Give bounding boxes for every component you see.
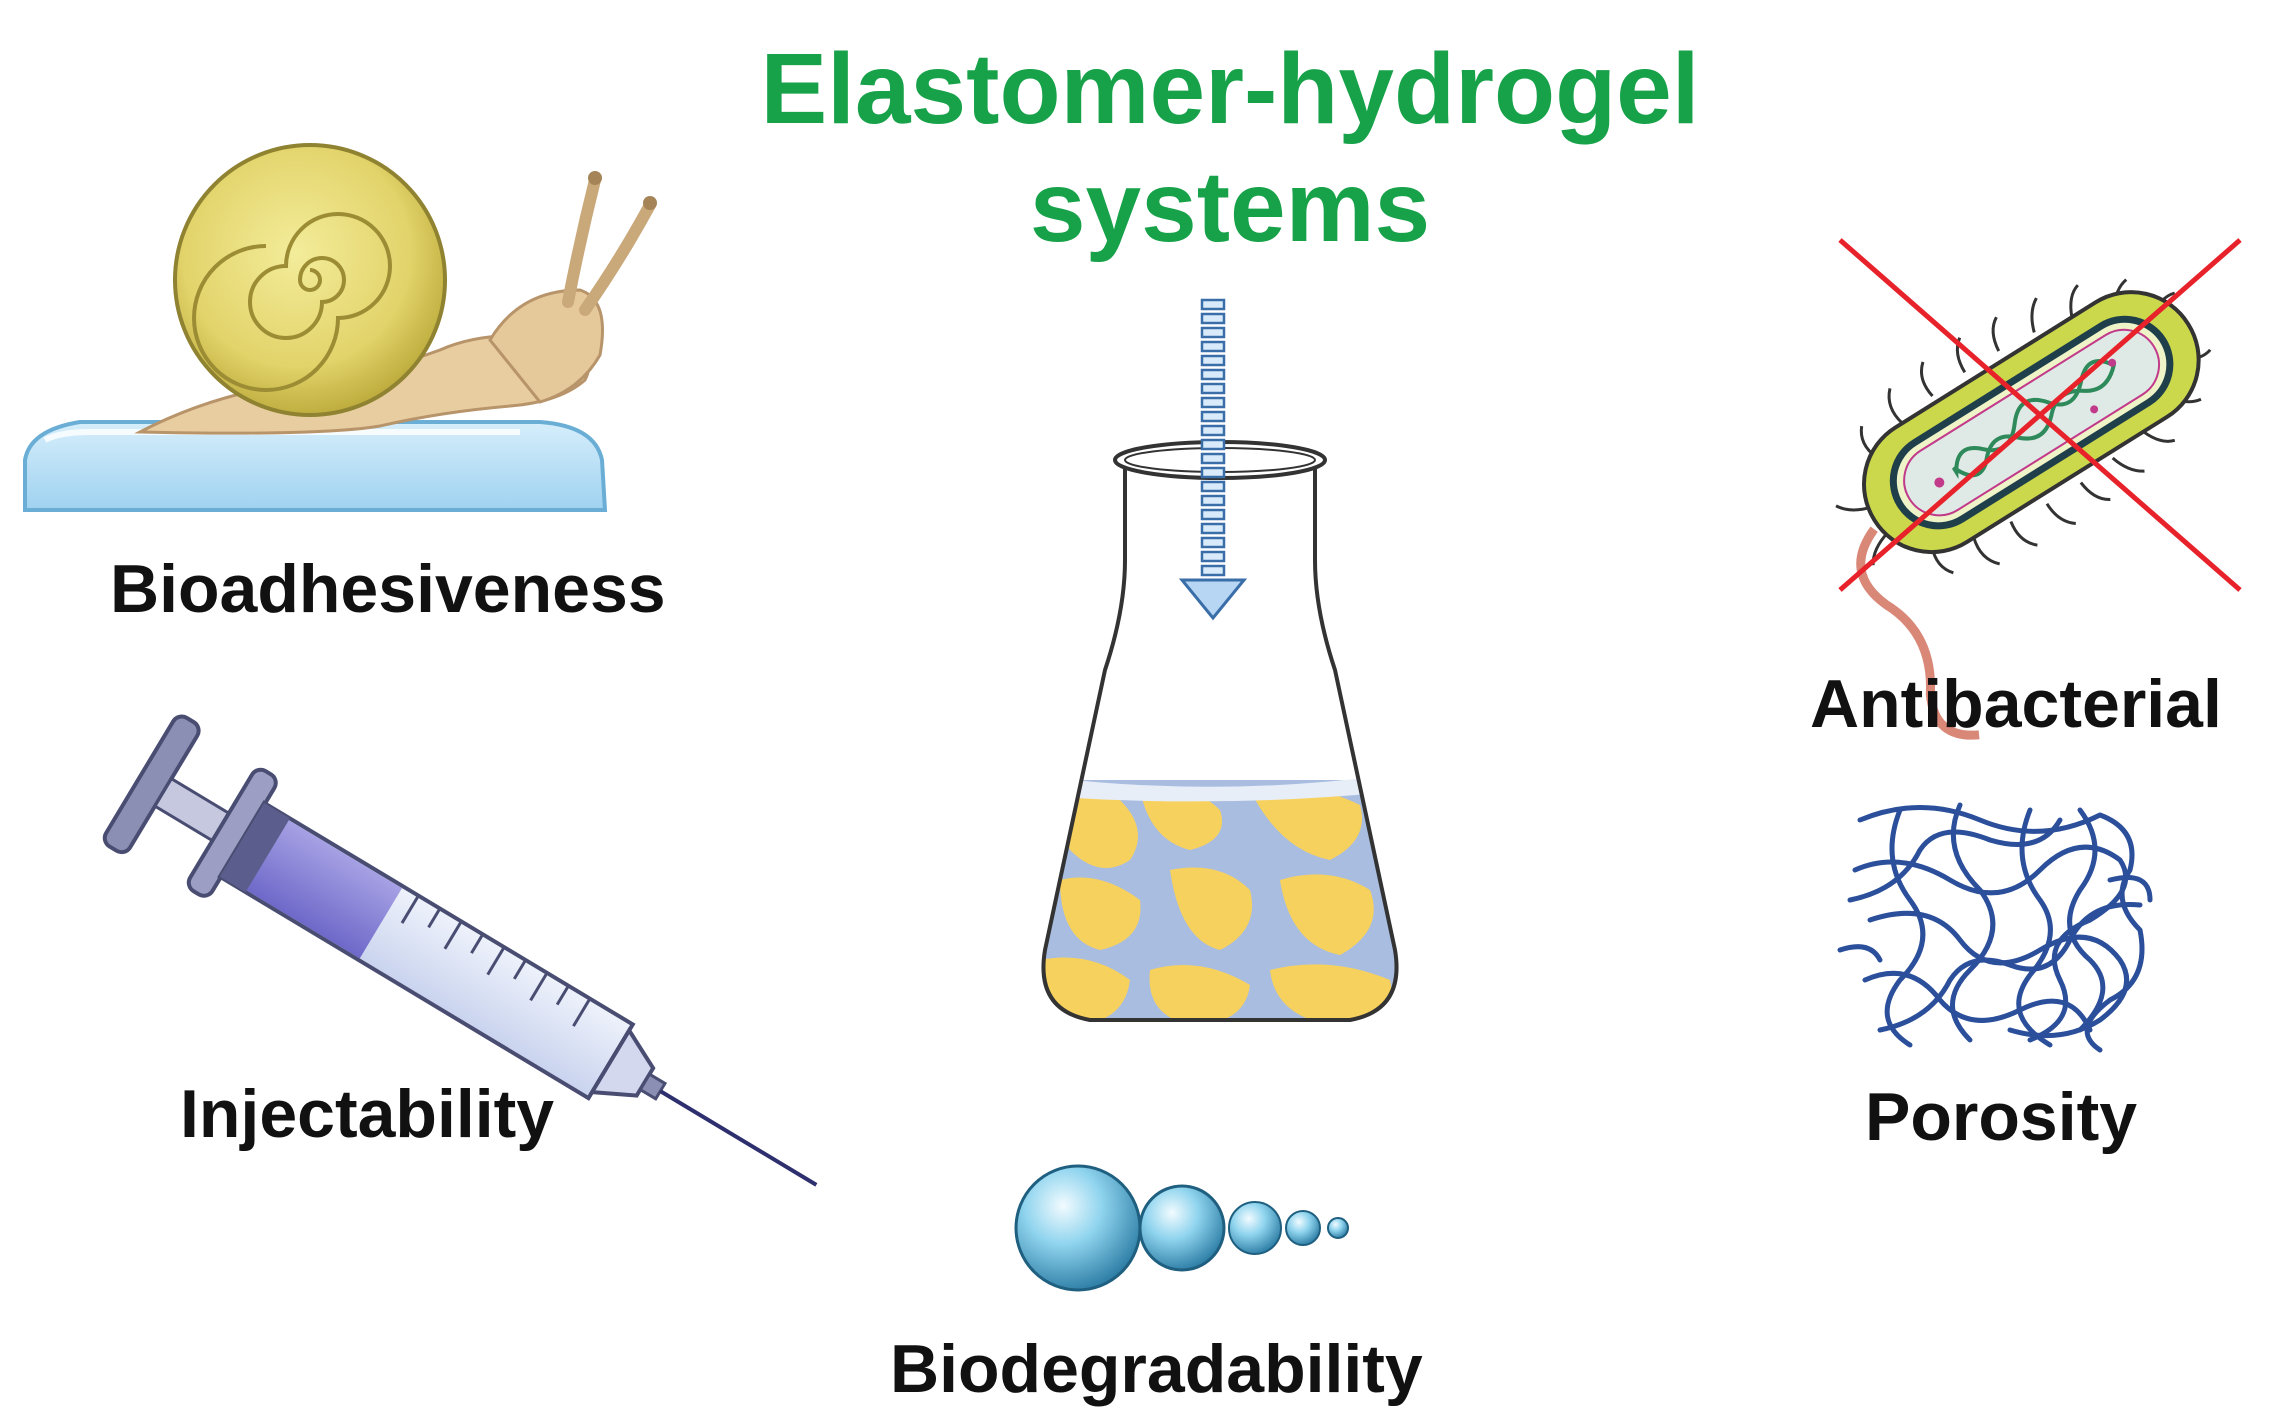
- label-antibacterial: Antibacterial: [1810, 666, 2222, 742]
- spheres-icon: [1014, 1164, 1349, 1292]
- title-line-1: Elastomer-hydrogel: [760, 33, 1700, 145]
- label-injectability: Injectability: [180, 1076, 555, 1152]
- cross-icon: [1838, 238, 2242, 592]
- flask-icon: [1041, 440, 1399, 1022]
- snail-icon: [23, 143, 657, 512]
- label-biodegradability: Biodegradability: [890, 1331, 1423, 1407]
- syringe-icon: [102, 714, 818, 1187]
- title-line-2: systems: [1029, 151, 1431, 263]
- diagram-title: Elastomer-hydrogel systems: [620, 30, 1840, 266]
- label-porosity: Porosity: [1865, 1079, 2138, 1155]
- label-bioadhesiveness: Bioadhesiveness: [110, 551, 666, 627]
- polymer-network-icon: [1837, 802, 2153, 1053]
- arrow-down-icon: [1178, 298, 1248, 621]
